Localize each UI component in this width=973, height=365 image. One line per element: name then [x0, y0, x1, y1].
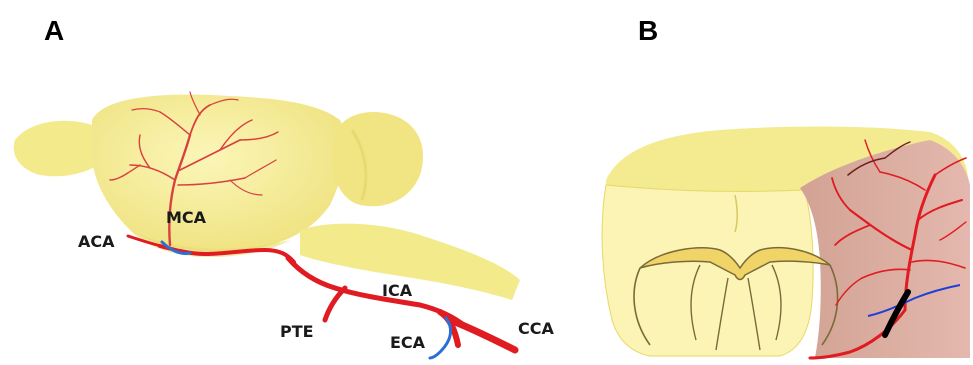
cerebellum: [332, 112, 423, 206]
panel-a-brain-diagram: MCA ACA ICA PTE ECA CCA: [14, 92, 555, 358]
label-ica: ICA: [382, 281, 413, 300]
label-mca: MCA: [166, 208, 207, 227]
label-pte: PTE: [280, 322, 314, 341]
coronal-face: [602, 185, 813, 356]
cca-artery: [455, 322, 515, 350]
panel-a-letter: A: [44, 15, 64, 46]
label-aca: ACA: [78, 232, 115, 251]
pte-artery: [325, 288, 345, 320]
panel-b-letter: B: [638, 15, 658, 46]
label-cca: CCA: [518, 319, 554, 338]
panel-b-brain-block: [602, 126, 970, 358]
label-eca: ECA: [390, 333, 426, 352]
